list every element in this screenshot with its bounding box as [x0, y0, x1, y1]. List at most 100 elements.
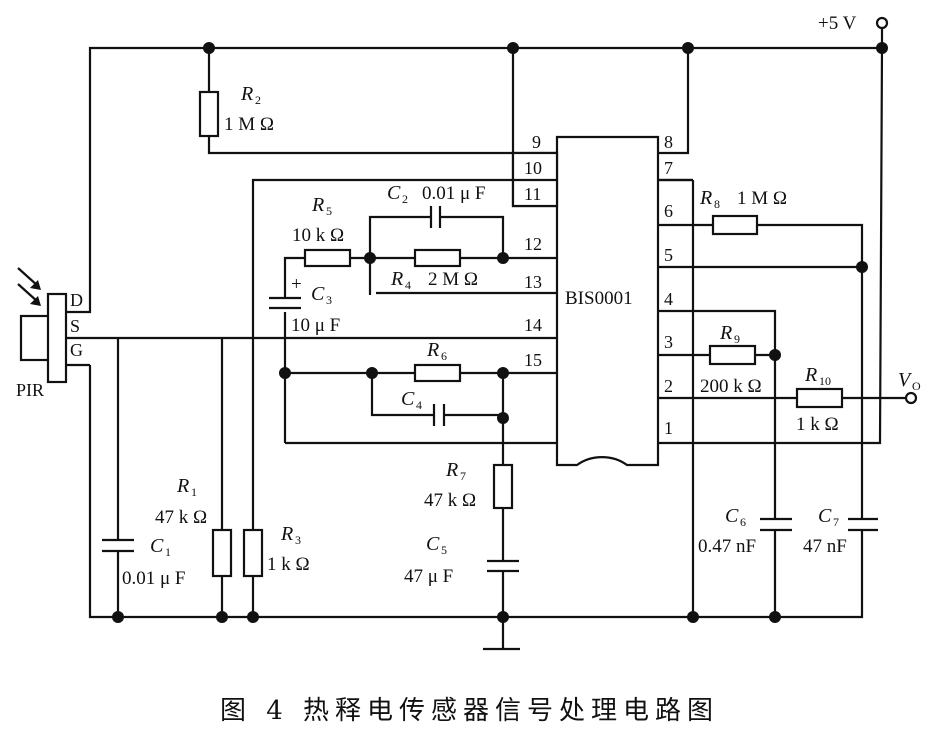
pin11-to-r3-wire — [251, 178, 557, 530]
r2-sub: 2 — [255, 93, 261, 107]
light-arrows-icon — [17, 267, 41, 306]
output-label-sub: O — [912, 379, 921, 393]
r9-name: R — [719, 322, 732, 344]
junction — [497, 367, 509, 379]
r10-name: R — [804, 364, 817, 386]
resistor-r10 — [795, 387, 844, 409]
resistors — [198, 90, 844, 578]
pin-4: 4 — [664, 289, 673, 309]
junction — [497, 252, 509, 264]
r6-name: R — [426, 339, 439, 361]
r1-value: 47 k Ω — [155, 507, 207, 528]
c7-sub: 7 — [833, 515, 839, 529]
pin-11: 11 — [524, 184, 541, 204]
junction — [497, 412, 509, 424]
capacitor-c2 — [429, 206, 442, 228]
wires — [66, 28, 906, 651]
capacitor-c6 — [760, 517, 792, 532]
r2-to-pin10-wire — [207, 136, 557, 155]
c3-value: 10 μ F — [291, 315, 340, 336]
c4-name: C — [401, 388, 415, 410]
pin-12: 12 — [524, 234, 542, 254]
pin-2: 2 — [664, 376, 673, 396]
c2-right-wire — [441, 215, 505, 258]
junction — [247, 611, 259, 623]
r10-sub: 10 — [819, 374, 831, 388]
pin-14: 14 — [524, 315, 542, 335]
c6-sub: 6 — [740, 515, 746, 529]
c5-name: C — [426, 533, 440, 555]
capacitors — [102, 206, 878, 573]
junction — [279, 367, 291, 379]
c3-polarity: + — [291, 274, 302, 295]
r4-name: R — [390, 268, 403, 290]
pir-window — [19, 314, 51, 362]
pir-body — [46, 292, 68, 384]
r4-sub: 4 — [405, 278, 411, 292]
chip-body — [555, 135, 660, 467]
resistor-r6 — [413, 363, 462, 383]
resistor-r8 — [711, 214, 759, 236]
capacitor-c7 — [848, 517, 878, 532]
r2-value: 1 M Ω — [224, 114, 274, 135]
c1-value: 0.01 μ F — [122, 568, 186, 589]
c1-sub: 1 — [165, 545, 171, 559]
r8-name: R — [699, 187, 712, 209]
resistor-r7 — [492, 463, 514, 510]
pin-9: 9 — [532, 132, 541, 152]
pir-sensor: D S G PIR — [16, 267, 92, 400]
r7-name: R — [445, 459, 458, 481]
junction — [364, 252, 376, 264]
pin-13: 13 — [524, 272, 542, 292]
resistor-r2 — [198, 90, 220, 138]
figure-caption: 图 4 热释电传感器信号处理电路图 — [219, 696, 720, 726]
resistor-r3 — [242, 528, 264, 578]
r5-name: R — [311, 194, 324, 216]
pin-6: 6 — [664, 201, 673, 221]
capacitor-c5 — [487, 559, 519, 573]
pin-10: 10 — [524, 158, 542, 178]
r5-sub: 5 — [326, 204, 332, 218]
junction — [216, 611, 228, 623]
r1-sub: 1 — [191, 485, 197, 499]
capacitor-c4 — [432, 404, 446, 426]
r3-name: R — [280, 523, 293, 545]
junction — [203, 42, 215, 54]
c7-name: C — [818, 505, 832, 527]
junction-dots — [112, 42, 888, 623]
c2-value: 0.01 μ F — [422, 183, 486, 204]
r8-to-c7-wire — [757, 223, 864, 518]
resistor-r9 — [708, 344, 757, 366]
junction — [507, 42, 519, 54]
capacitor-c1 — [102, 538, 134, 553]
pin-d-label: D — [70, 290, 83, 310]
pin-7: 7 — [664, 158, 673, 178]
r9-value: 200 k Ω — [700, 376, 762, 397]
c3-to-r5-wire — [283, 256, 305, 298]
r2-name: R — [240, 83, 253, 105]
c6-value: 0.47 nF — [698, 536, 756, 557]
c2-left-wire — [368, 215, 430, 258]
drain-lead — [66, 297, 92, 314]
pin-5: 5 — [664, 245, 673, 265]
capacitor-c3 — [269, 296, 301, 310]
pir-label: PIR — [16, 380, 44, 400]
pin4-to-c6-wire — [658, 309, 777, 518]
ground-rail-wire — [88, 365, 864, 619]
bis0001-chip: BIS0001 9 10 11 12 13 14 15 8 7 6 5 4 3 … — [511, 132, 693, 467]
r8-value: 1 M Ω — [737, 188, 787, 209]
junction — [112, 611, 124, 623]
c7-value: 47 nF — [803, 536, 847, 557]
pin-3: 3 — [664, 332, 673, 352]
vcc-rail-wire — [88, 46, 882, 297]
pin-8: 8 — [664, 132, 673, 152]
junction — [366, 367, 378, 379]
r8-sub: 8 — [714, 197, 720, 211]
c4-sub: 4 — [416, 398, 422, 412]
r10-value: 1 k Ω — [796, 414, 839, 435]
pin8-to-vcc-wire — [658, 48, 690, 155]
resistor-r4 — [413, 248, 462, 268]
pin-15: 15 — [524, 350, 542, 370]
junction — [769, 611, 781, 623]
